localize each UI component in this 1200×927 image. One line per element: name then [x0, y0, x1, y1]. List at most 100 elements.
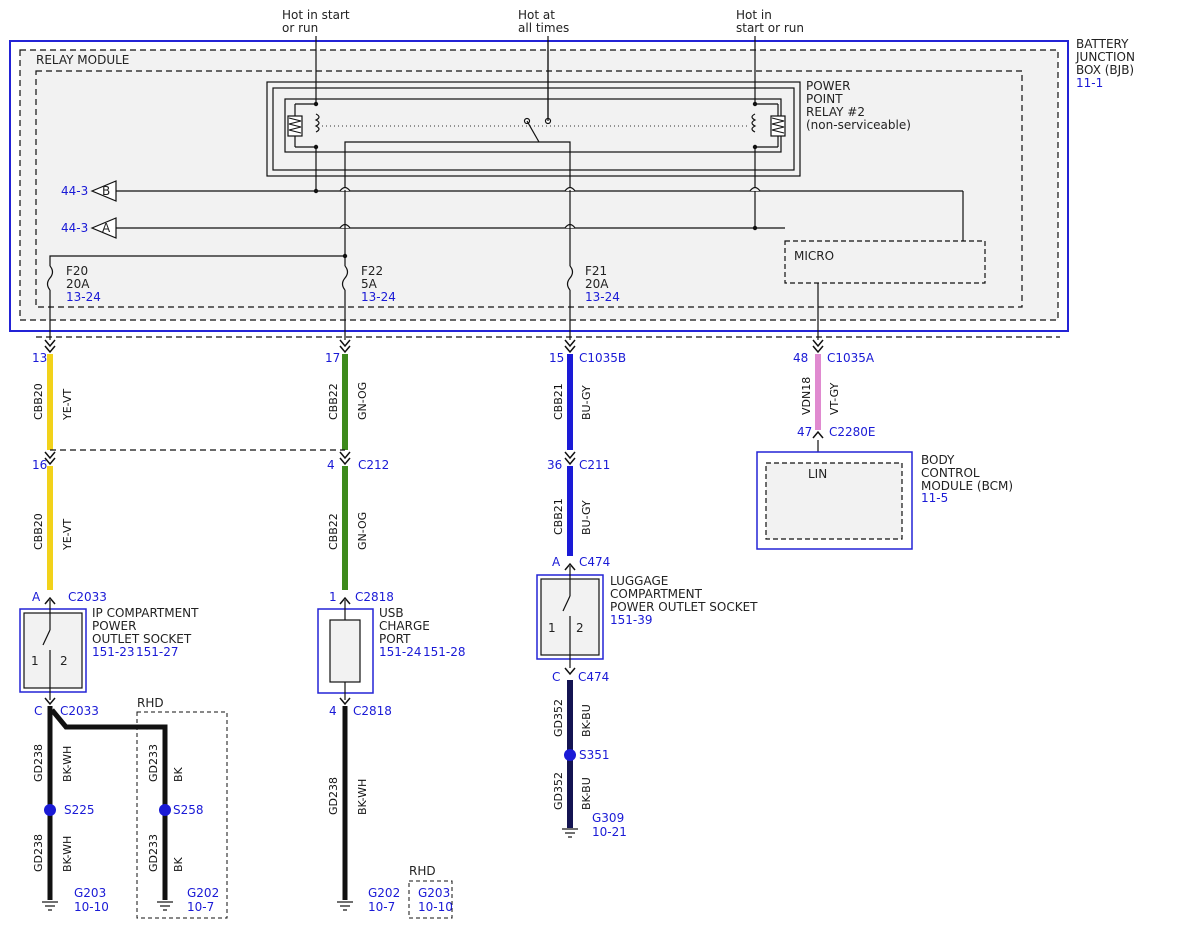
splice-s351-label: S351: [579, 748, 610, 762]
rhd-label-left: RHD: [137, 696, 164, 710]
ground-g203-b-name: G203: [418, 886, 450, 900]
fuse-f20-ref[interactable]: 13-24: [66, 290, 101, 304]
wire-w3-color: BU-GY: [580, 385, 593, 420]
rhd-box-right: [408, 880, 453, 919]
conn-c474-top-name: C474: [579, 555, 610, 569]
ground-icon: [562, 828, 578, 838]
ip-socket-switch: [42, 600, 51, 700]
ground-g203-ref[interactable]: 10-10: [74, 900, 109, 914]
splice-s225-label: S225: [64, 803, 95, 817]
ground-icon: [157, 901, 173, 911]
wire-w4-circuit: VDN18: [800, 377, 813, 415]
conn-c211-pin: 36: [547, 458, 562, 472]
ip-socket-ref1[interactable]: 151-23: [92, 645, 135, 659]
conn-c3-name: C1035B: [579, 351, 626, 365]
ip-socket-ref2[interactable]: 151-27: [136, 645, 179, 659]
relay-label-line2: POINT: [806, 92, 843, 106]
bjb-ref-link[interactable]: 11-1: [1076, 76, 1103, 90]
feed-f20: [49, 190, 346, 266]
luggage-pin2: 2: [576, 621, 584, 635]
input-b-ref[interactable]: 44-3: [61, 184, 88, 198]
wire-g3a-color: BK-BU: [580, 704, 593, 737]
conn-c212-pin: 4: [327, 458, 335, 472]
bjb-label-line3: BOX (BJB): [1076, 63, 1134, 77]
wire-rhd-a-color: BK: [172, 766, 185, 782]
splice-s351: [564, 749, 576, 761]
conn-c2-pin: 17: [325, 351, 340, 365]
splice-s258: [159, 804, 171, 816]
ground-icon: [42, 901, 58, 911]
conn-c2033-bot-pin: C: [34, 704, 42, 718]
ground-g203-b-ref[interactable]: 10-10: [418, 900, 453, 914]
bjb-label-line2: JUNCTION: [1075, 50, 1135, 64]
fuse-f21-ref[interactable]: 13-24: [585, 290, 620, 304]
conn-c4b-pin: 47: [797, 425, 812, 439]
fuse-f22: [341, 265, 349, 340]
wire-gn-og-2: [342, 466, 348, 590]
fuse-f22-rating: 5A: [361, 277, 378, 291]
input-a-ref[interactable]: 44-3: [61, 221, 88, 235]
wire-w2b-color: GN-OG: [356, 512, 369, 550]
fuse-f22-ref[interactable]: 13-24: [361, 290, 396, 304]
wire-g1a-color: BK-WH: [61, 746, 74, 782]
wire-g3b-circuit: GD352: [552, 772, 565, 810]
wire-w3b-circuit: CBB21: [552, 498, 565, 535]
wire-w1-circuit: CBB20: [32, 383, 45, 420]
conn-c4-name: C1035A: [827, 351, 875, 365]
wire-w2b-circuit: CBB22: [327, 513, 340, 550]
wire-w2-color: GN-OG: [356, 382, 369, 420]
conn-c3-pin: 15: [549, 351, 564, 365]
conn-c1-pin: 13: [32, 351, 47, 365]
wire-g2-circuit: GD238: [327, 777, 340, 815]
wire-w4-color: VT-GY: [828, 382, 841, 415]
wire-bu-gy-1: [567, 354, 573, 450]
conn-c211-name: C211: [579, 458, 610, 472]
ground-g203-name: G203: [74, 886, 106, 900]
wire-rhd-b-color: BK: [172, 856, 185, 872]
wire-g2-color: BK-WH: [356, 779, 369, 815]
ground-g202-a-ref[interactable]: 10-7: [187, 900, 214, 914]
relay-label-line1: POWER: [806, 79, 850, 93]
luggage-ref[interactable]: 151-39: [610, 613, 653, 627]
ip-socket-label-line1: IP COMPARTMENT: [92, 606, 199, 620]
ip-socket-label-line2: POWER: [92, 619, 136, 633]
wire-w1b-circuit: CBB20: [32, 513, 45, 550]
wire-w3-circuit: CBB21: [552, 383, 565, 420]
fuse-f21: [566, 265, 574, 340]
conn-c2033-top-pin: A: [32, 590, 41, 604]
wire-g1b-circuit: GD238: [32, 834, 45, 872]
luggage-label-line3: POWER OUTLET SOCKET: [610, 600, 758, 614]
conn-c474-bot-name: C474: [578, 670, 609, 684]
usb-label-line3: PORT: [379, 632, 411, 646]
wire-bu-gy-2: [567, 466, 573, 556]
bcm-ref-link[interactable]: 11-5: [921, 491, 948, 505]
bcm-label-line1: BODY: [921, 453, 955, 467]
bjb-label-line1: BATTERY: [1076, 37, 1129, 51]
ground-g309-name: G309: [592, 811, 624, 825]
input-a-letter: A: [102, 221, 111, 235]
relay-coil-left: [287, 101, 320, 150]
wire-g1a-circuit: GD238: [32, 744, 45, 782]
ground-g309-ref[interactable]: 10-21: [592, 825, 627, 839]
fuse-f21-rating: 20A: [585, 277, 609, 291]
conn-c2033-bot-name: C2033: [60, 704, 99, 718]
source-middle-line2: all times: [518, 21, 569, 35]
ground-g202-b-ref[interactable]: 10-7: [368, 900, 395, 914]
usb-ref2[interactable]: 151-28: [423, 645, 466, 659]
conn-c4-pin: 48: [793, 351, 808, 365]
fuse-f20: [46, 265, 54, 340]
ground-g202-b-name: G202: [368, 886, 400, 900]
wire-ye-vt-2: [47, 466, 53, 590]
input-b-letter: B: [102, 184, 110, 198]
usb-ref1[interactable]: 151-24: [379, 645, 422, 659]
wire-g1b-color: BK-WH: [61, 836, 74, 872]
relay-module-label: RELAY MODULE: [36, 53, 129, 67]
usb-label-line1: USB: [379, 606, 404, 620]
fuse-f21-name: F21: [585, 264, 607, 278]
conn-c212-left-pin: 16: [32, 458, 47, 472]
wire-w1b-color: YE-VT: [61, 518, 74, 551]
ground-g202-a-name: G202: [187, 886, 219, 900]
source-right-line1: Hot in: [736, 8, 772, 22]
input-b-line: [90, 180, 964, 241]
